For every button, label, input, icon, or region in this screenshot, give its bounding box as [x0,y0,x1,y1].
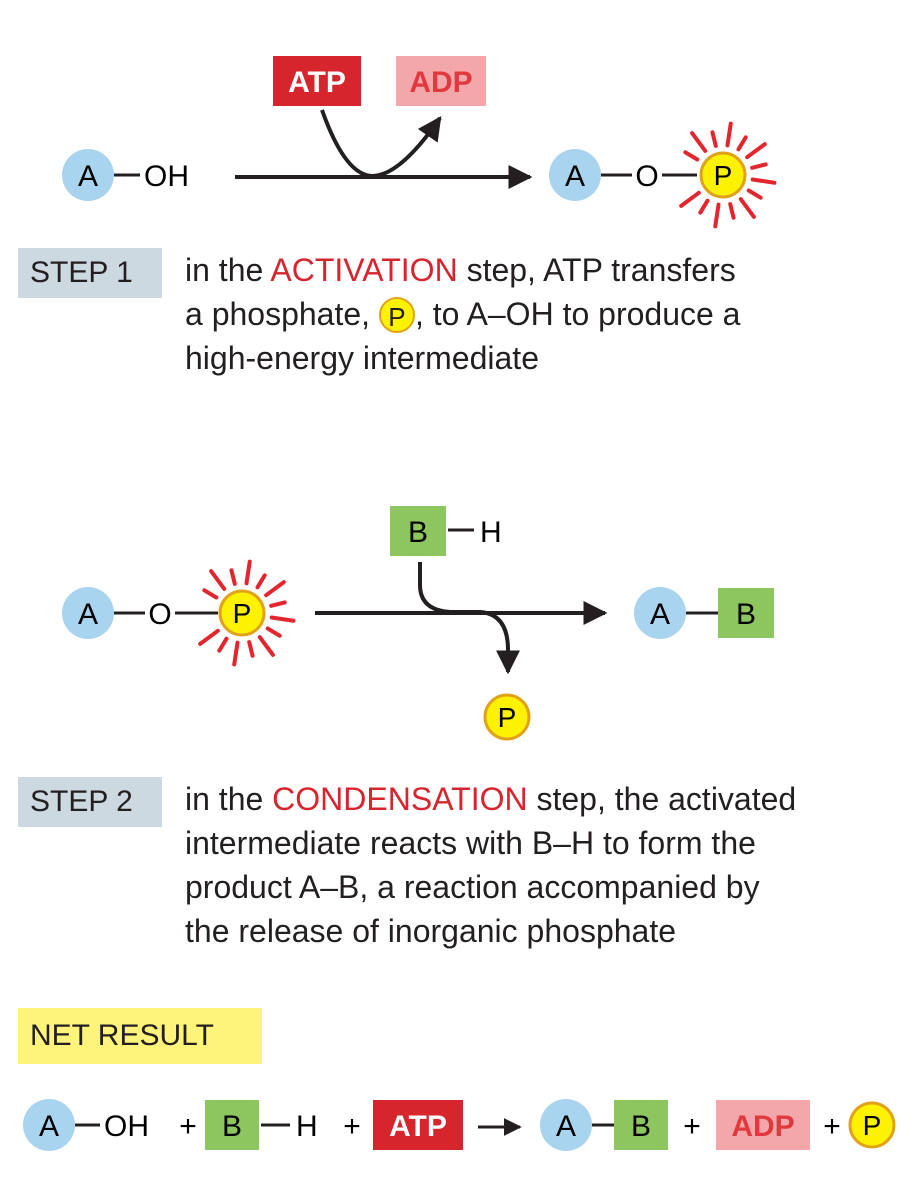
step1-line3: high-energy intermediate [185,340,539,376]
bh-entry-arrow [418,562,520,675]
a-label: A [78,598,98,631]
phosphate-circle [848,1101,896,1149]
adp-label: ADP [731,1110,794,1143]
o-label: O [148,598,171,631]
h-label: H [480,516,502,549]
step2-label: STEP 2 [30,785,133,818]
a-circle [62,149,114,201]
step2-diagram: B H A O P A B P [62,506,774,741]
energy-ray [725,121,733,148]
energy-ray [244,559,252,586]
phosphate-circle [218,589,266,637]
step1-description: in the ACTIVATION step, ATP transfers a … [185,248,905,380]
energy-ray [713,202,721,229]
step2-line1: in the CONDENSATION step, the activated [185,781,797,817]
b-box [718,588,774,638]
plus-sign: + [823,1110,841,1143]
p-label: P [498,702,517,733]
energy-ray [679,190,701,208]
b-label: B [631,1110,651,1143]
net-result-box: NET RESULT [18,1008,262,1064]
a-label: A [565,160,585,193]
adp-box [716,1100,810,1150]
a-circle [540,1099,592,1151]
h-label: H [296,1110,318,1143]
energy-ray [745,142,767,160]
step1-label: STEP 1 [30,256,133,289]
step2-label-box: STEP 2 [18,777,162,827]
energy-ray [232,640,240,667]
step1-diagram: ATP ADP A OH A O P [62,56,777,229]
a-label: A [556,1110,576,1143]
energy-rays [679,121,777,229]
energy-ray [738,197,756,219]
energy-ray [265,626,282,638]
step2-keyword: CONDENSATION [272,781,528,817]
energy-ray [698,198,710,215]
energy-ray [269,600,287,608]
p-label: P [714,160,733,191]
a-label: A [78,160,98,193]
step1-line1: in the ACTIVATION step, ATP transfers [185,252,736,288]
step2-line4: the release of inorganic phosphate [185,913,677,949]
energy-ray [202,588,219,600]
energy-ray [750,177,777,185]
energy-ray [229,568,237,586]
plus-sign: + [343,1110,361,1143]
b-box [614,1100,668,1150]
energy-ray [247,640,255,658]
adp-box: ADP [396,56,486,106]
adp-label: ADP [409,66,472,99]
a-label: A [650,598,670,631]
plus-sign: + [179,1110,197,1143]
b-box [205,1100,259,1150]
step1-line2: a phosphate, P, to A–OH to produce a [185,296,741,333]
energy-ray [264,580,286,598]
energy-rays [198,559,296,667]
a-circle [62,587,114,639]
energy-ray [750,162,768,170]
energy-ray [710,130,718,148]
energy-ray [728,202,736,220]
released-phosphate-circle [483,693,531,741]
plus-sign: + [683,1110,701,1143]
oh-label: OH [144,160,189,193]
energy-ray [746,188,763,200]
net-result-label: NET RESULT [30,1019,214,1052]
energy-ray [217,636,229,653]
energy-ray [736,135,748,152]
step1-keyword: ACTIVATION [270,252,458,288]
step2-line3: product A–B, a reaction accompanied by [185,869,760,905]
energy-ray [209,569,227,591]
a-circle [634,587,686,639]
p-label: P [863,1110,882,1141]
a-label: A [39,1110,59,1143]
step2-line2: intermediate reacts with B–H to form the [185,825,756,861]
energy-ray [257,635,275,657]
b-label: B [222,1110,242,1143]
b-label: B [736,598,756,631]
energy-ray [269,615,296,623]
a-circle [23,1099,75,1151]
energy-ray [683,150,700,162]
atp-label: ATP [288,66,346,99]
energy-ray [255,573,267,590]
a-circle [549,149,601,201]
atp-label: ATP [389,1110,447,1143]
o-label: O [635,160,658,193]
oh-label: OH [104,1110,149,1143]
step1-label-box: STEP 1 [18,248,162,298]
step2-description: in the CONDENSATION step, the activated … [185,777,910,953]
b-label: B [408,516,428,549]
net-equation: A OH + B H + ATP A B + ADP + P [23,1099,896,1151]
energy-ray [198,628,220,646]
energy-ray [690,131,708,153]
atp-box: ATP [273,56,361,106]
phosphate-circle [699,151,747,199]
atp-to-adp-arrow [320,109,442,179]
p-label: P [233,598,252,629]
b-box [390,506,446,556]
atp-box [373,1100,463,1150]
inline-phosphate-icon: P [378,296,415,333]
